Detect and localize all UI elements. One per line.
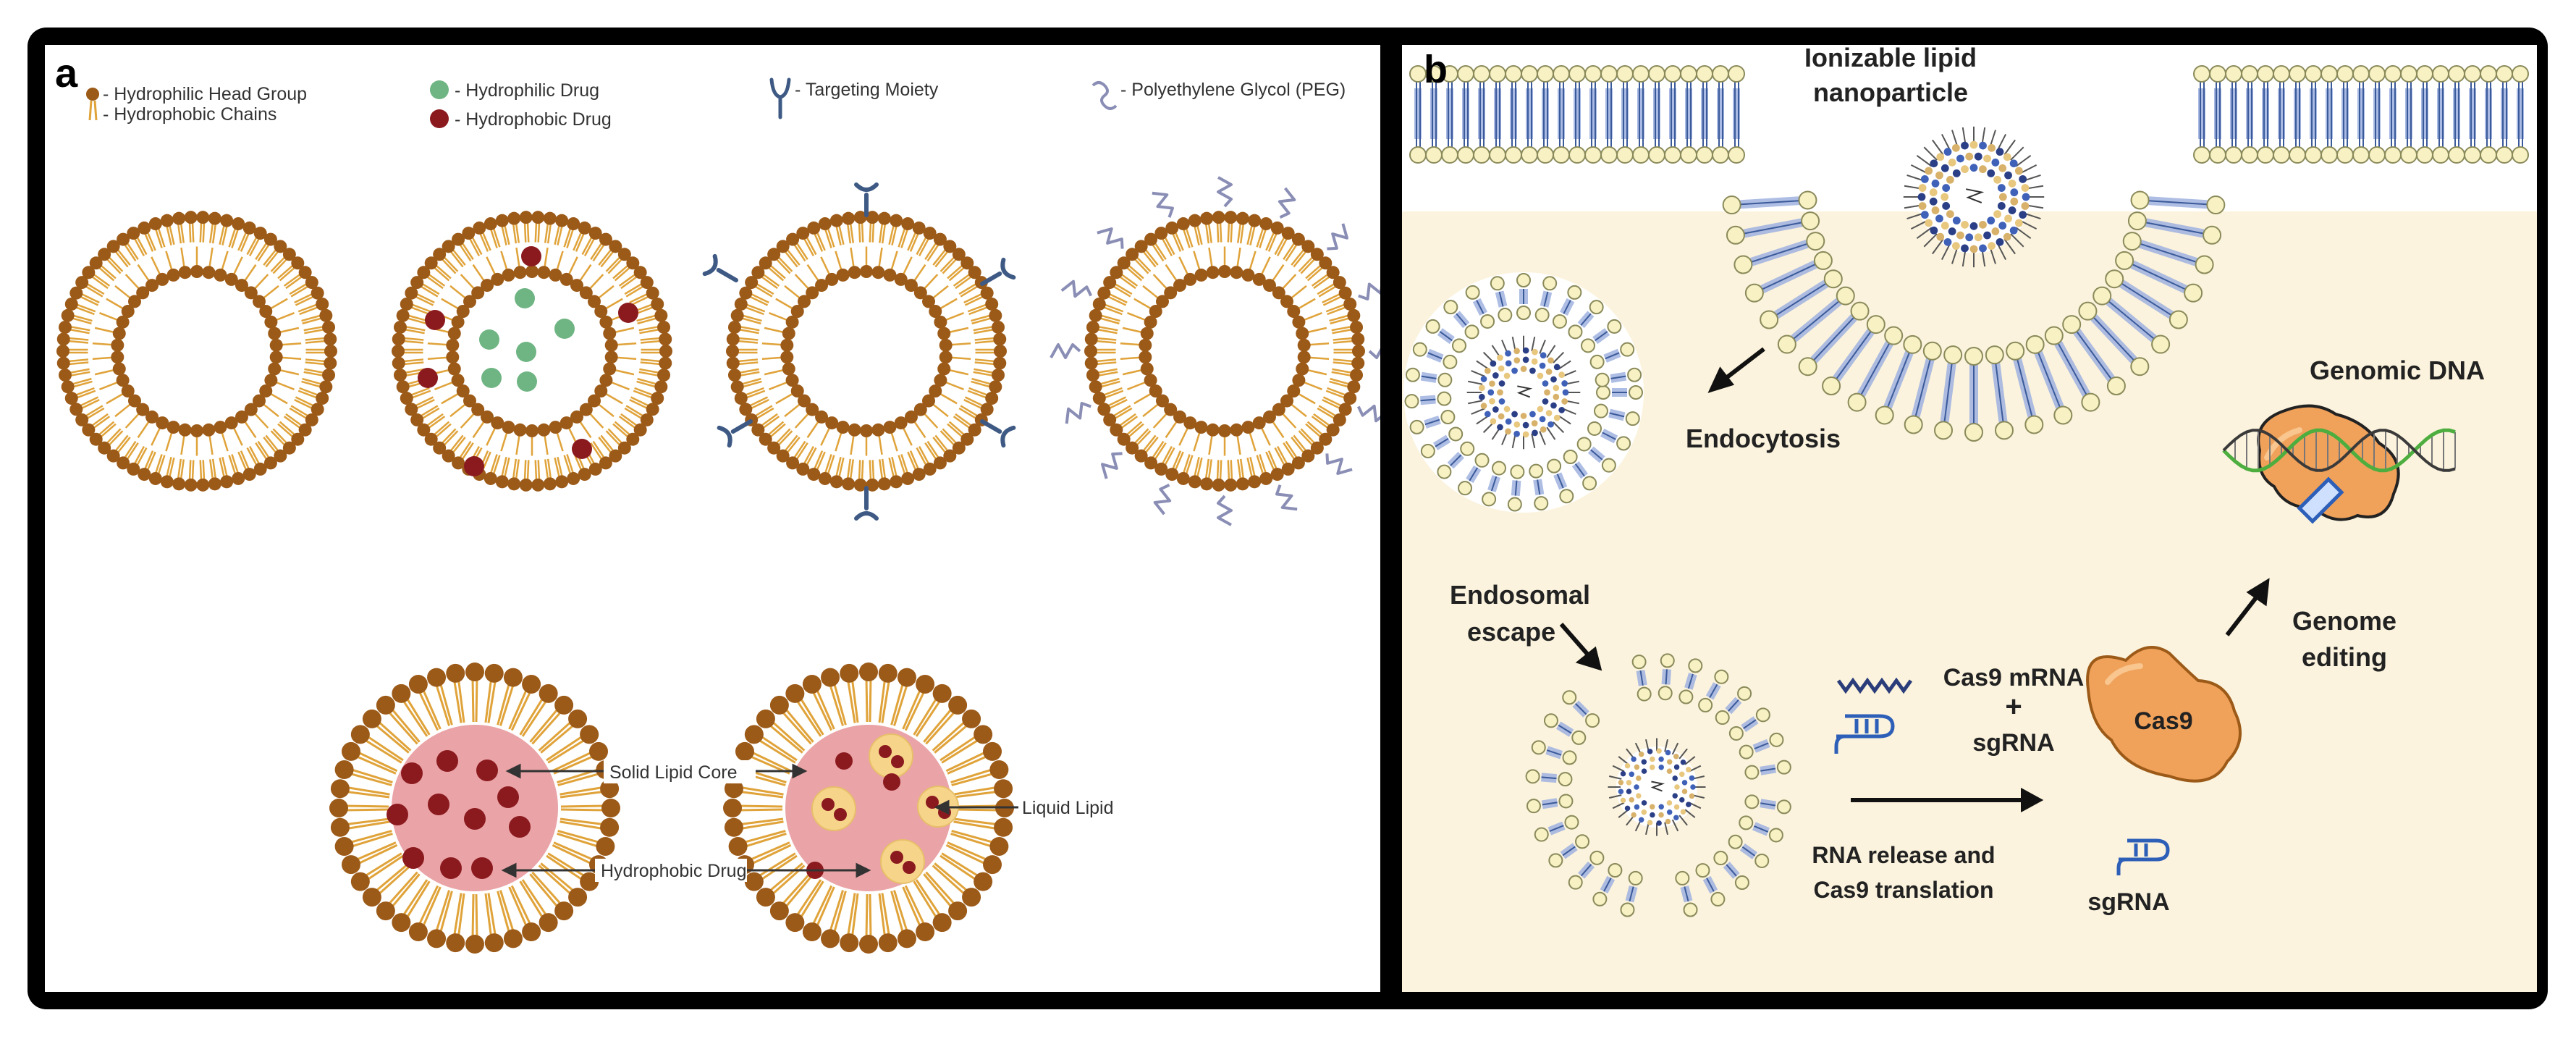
cas9-mrna-label: Cas9 mRNA — [1943, 664, 2085, 691]
genomic-dna-label: Genomic DNA — [2310, 356, 2485, 385]
endosomal-escape-arrow — [1559, 623, 1602, 671]
solid-lipid-nanoparticle — [329, 662, 620, 954]
lnp-label-line2: nanoparticle — [1813, 77, 1968, 107]
genome-editing-line2: editing — [2302, 642, 2387, 672]
endosome — [1403, 272, 1644, 513]
endocytosis-label: Endocytosis — [1686, 424, 1841, 453]
mrna-squiggle-icon — [1836, 677, 1913, 694]
liposome-targeted — [702, 182, 1016, 521]
release-label-line1: RNA release and — [1812, 842, 1995, 868]
endosomal-escape-line1: Endosomal — [1450, 580, 1590, 610]
endocytosis-arrow — [1707, 347, 1765, 393]
sgrna-bottom-label: sgRNA — [2087, 888, 2169, 916]
liposome-pegylated — [1050, 176, 1380, 526]
sgrna-icon-bottom — [2116, 838, 2170, 875]
callout-solid-lipid-core: Solid Lipid Core — [609, 762, 738, 783]
sgrna-icon-top — [1834, 714, 1895, 754]
legend-peg-icon — [1091, 81, 1118, 110]
callout-bg-solid — [604, 760, 756, 783]
genomic-dna-helix — [2222, 428, 2456, 473]
release-label-line2: Cas9 translation — [1814, 877, 1994, 903]
endosomal-escape-line2: escape — [1467, 617, 1555, 647]
legend-hydrophobic-drug-icon — [430, 109, 449, 128]
legend-hydrophilic-drug-icon — [430, 80, 449, 99]
legend-targeting-moiety-label: - Targeting Moiety — [795, 80, 939, 100]
cas9-protein — [2086, 646, 2242, 783]
legend-targeting-moiety-icon — [769, 77, 791, 119]
panel-a: a - Hydrophilic Head Group - Hydrophobic… — [45, 45, 1380, 992]
plus-sign: + — [2005, 691, 2022, 723]
cell-membrane — [1409, 65, 2529, 442]
legend-lipid-icon — [86, 88, 99, 121]
callout-liquid-lipid: Liquid Lipid — [1022, 798, 1114, 818]
callout-bg-drug — [595, 859, 747, 882]
panel-a-letter: a — [55, 50, 78, 96]
endosome-rupturing — [1525, 653, 1791, 917]
legend-head-group-label: - Hydrophilic Head Group — [103, 84, 307, 104]
legend-peg-label: - Polyethylene Glycol (PEG) — [1120, 80, 1346, 100]
ionizable-lipid-nanoparticle — [1903, 126, 2045, 268]
panel-b-letter: b — [1424, 48, 1448, 91]
panel-a-canvas: a - Hydrophilic Head Group - Hydrophobic… — [55, 50, 1380, 954]
lnp-label-line1: Ionizable lipid — [1804, 45, 1977, 72]
legend-hydrophobic-drug-label: - Hydrophobic Drug — [455, 109, 612, 130]
panel-b-canvas: b Ionizable lipid nanoparticle Endocytos… — [1402, 45, 2537, 917]
liposome-drug-loaded — [392, 211, 672, 492]
callout-hydrophobic-drug: Hydrophobic Drug — [601, 861, 747, 881]
cas9-label: Cas9 — [2134, 707, 2192, 735]
sgrna-top-label: sgRNA — [1972, 729, 2054, 757]
genome-editing-arrow — [2225, 578, 2270, 636]
release-arrow — [1851, 787, 2044, 813]
sgrna-bound-icon — [2297, 476, 2344, 524]
panel-b: b Ionizable lipid nanoparticle Endocytos… — [1402, 45, 2537, 992]
genome-editing-line1: Genome — [2292, 606, 2396, 636]
legend-hydrophilic-drug-label: - Hydrophilic Drug — [455, 80, 599, 101]
legend-chains-label: - Hydrophobic Chains — [103, 104, 276, 125]
liposome-plain — [56, 211, 337, 492]
